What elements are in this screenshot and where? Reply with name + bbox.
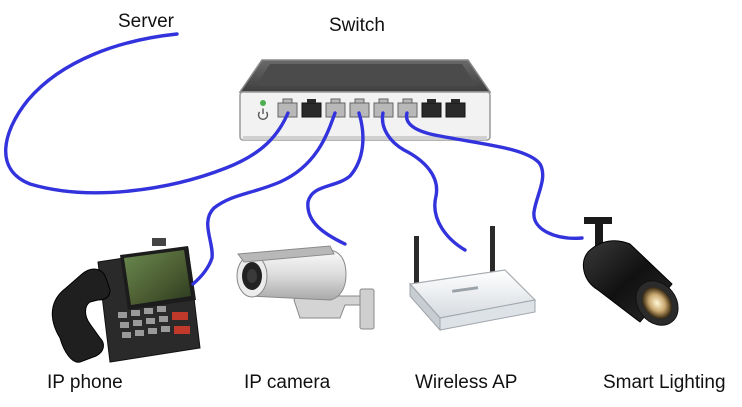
spotlight-icon	[582, 217, 679, 326]
power-icon	[257, 108, 269, 121]
switch-port-6	[397, 98, 418, 118]
ip-phone-icon	[51, 238, 201, 363]
smart-lighting-label: Smart Lighting	[603, 372, 726, 393]
switch-port-4	[349, 98, 370, 118]
switch-port-5	[373, 98, 394, 118]
cable-ip-camera	[306, 111, 365, 246]
cable-wireless-ap	[380, 111, 467, 252]
switch-port-1	[277, 98, 298, 118]
switch-label: Switch	[329, 15, 385, 36]
wireless-ap-icon	[408, 226, 537, 332]
switch-port-7	[421, 99, 442, 118]
switch-port-8	[445, 99, 466, 118]
cables	[4, 32, 584, 286]
server-label: Server	[118, 11, 174, 32]
ip-camera-icon	[236, 245, 375, 330]
switch-port-2	[301, 99, 322, 118]
status-led	[260, 100, 266, 106]
switch-port-3	[325, 98, 346, 118]
switch-icon	[238, 59, 492, 141]
cable-server	[4, 32, 290, 195]
cable-ip-phone	[191, 111, 337, 286]
cable-smart-lighting	[404, 111, 584, 240]
ip-phone-label: IP phone	[47, 372, 123, 393]
ip-camera-label: IP camera	[244, 372, 331, 393]
wireless-ap-label: Wireless AP	[415, 372, 518, 393]
